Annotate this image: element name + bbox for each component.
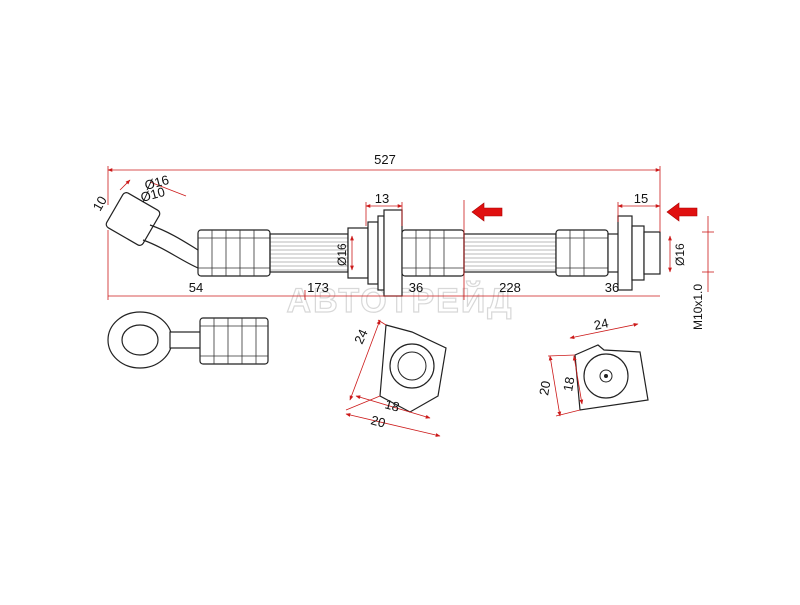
bent-pipe (149, 224, 199, 251)
bracket-view-right: 24 18 20 (536, 315, 649, 417)
hose-assembly-top (105, 192, 661, 297)
bracket-right-top: 24 (593, 315, 610, 333)
bracket-left-outer: 20 (369, 412, 387, 430)
bracket-right-outer: 20 (536, 380, 553, 397)
dim-bracket1-width: 13 (375, 191, 389, 206)
hose-segment-1 (269, 233, 349, 273)
dim-hose-dia-1: Ø16 (335, 243, 349, 266)
dim-seg-36-a: 36 (409, 280, 423, 295)
dim-banjo-angle: 10 (90, 193, 110, 213)
direction-arrows (471, 202, 698, 222)
dim-thread: M10x1.0 (691, 284, 705, 330)
dim-hose-dia-2: Ø16 (673, 243, 687, 266)
banjo-fitting-top (105, 192, 161, 246)
bracket-left-side: 24 (351, 327, 371, 346)
bracket-right-inner: 18 (560, 376, 577, 393)
dim-end-width: 15 (634, 191, 648, 206)
arrow-icon (666, 202, 698, 222)
dim-total-length: 527 (374, 152, 396, 167)
banjo-side-view (107, 311, 269, 369)
bracket-left-inner: 18 (383, 396, 401, 414)
dim-banjo-outer-dia: Ø16 (143, 172, 171, 193)
crimp-fitting-right (555, 229, 609, 277)
hose-segment-2 (463, 233, 557, 273)
dim-banjo-inner-dia: Ø10 (139, 184, 167, 205)
arrow-icon (471, 202, 503, 222)
dim-seg-36-b: 36 (605, 280, 619, 295)
dim-seg-54: 54 (189, 280, 203, 295)
bracket-fitting-1 (347, 227, 369, 279)
dim-seg-228: 228 (499, 280, 521, 295)
bracket-view-left: 24 18 20 (345, 319, 447, 437)
dimension-lines-top (107, 166, 714, 300)
crimp-fitting-left (197, 229, 271, 277)
dim-seg-173: 173 (307, 280, 329, 295)
